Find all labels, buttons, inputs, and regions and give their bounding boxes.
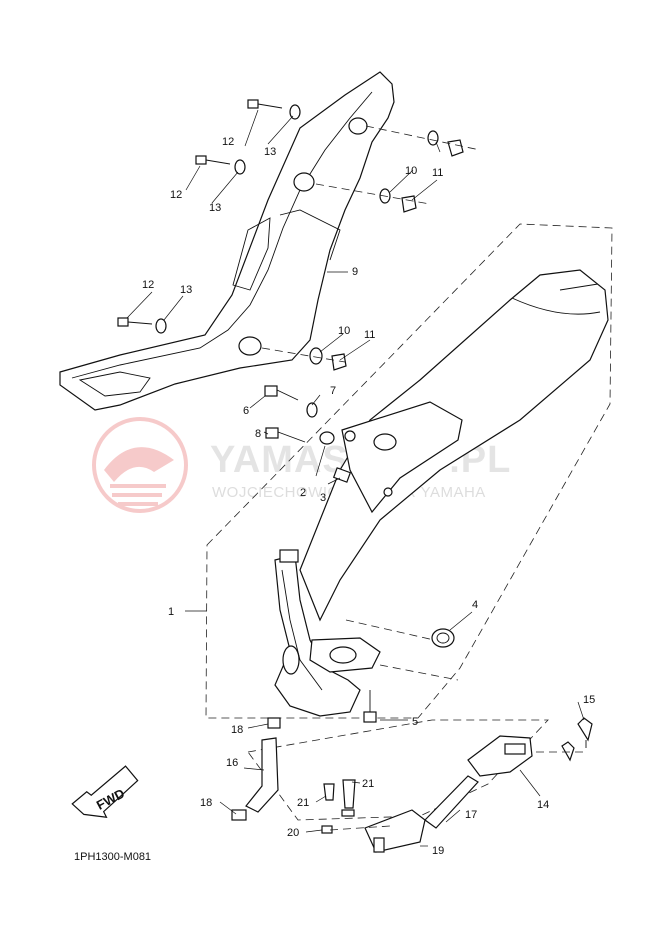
muffler-assembly-outline: [205, 223, 613, 719]
callout-20: 20: [287, 827, 299, 839]
callout-21-right: 21: [362, 778, 374, 790]
callout-11-lower: 11: [364, 329, 375, 341]
callout-numbers: 1 2 3 4 5 6 7 8 9 10 10 11 11 12 12 12 1…: [142, 136, 595, 857]
callout-2: 2: [300, 487, 306, 499]
callout-9: 9: [352, 266, 358, 278]
callout-4: 4: [472, 599, 478, 611]
callout-18-lower: 18: [200, 797, 212, 809]
callout-17: 17: [465, 809, 477, 821]
callout-12-middle: 12: [170, 189, 182, 201]
callout-13-top: 13: [264, 146, 276, 158]
callout-18-upper: 18: [231, 724, 243, 736]
callout-13-bottom: 13: [180, 284, 192, 296]
fasteners-middle: [264, 385, 352, 483]
callout-5: 5: [412, 716, 418, 728]
callout-16: 16: [226, 757, 238, 769]
callout-15: 15: [583, 694, 595, 706]
callout-6: 6: [243, 405, 249, 417]
callout-14: 14: [537, 799, 549, 811]
callout-19: 19: [432, 845, 444, 857]
gasket: [431, 628, 455, 648]
diagram-code: 1PH1300-M081: [74, 851, 151, 863]
air-filter: [321, 779, 426, 853]
heat-protector: [59, 71, 395, 411]
leader-lines: [126, 109, 585, 847]
callout-8: 8: [255, 428, 261, 440]
muffler: [299, 269, 609, 622]
watermark-logo: [92, 417, 188, 513]
exhaust-pipe: [274, 549, 381, 717]
callout-10-upper: 10: [405, 165, 417, 177]
hose-16: [231, 717, 281, 821]
air-induction-assembly-outline: [247, 719, 549, 821]
reed-valve: [467, 717, 593, 777]
forward-arrow: FWD: [71, 765, 139, 819]
callout-3: 3: [320, 492, 326, 504]
callout-13-middle: 13: [209, 202, 221, 214]
callout-10-lower: 10: [338, 325, 350, 337]
callout-12-bottom: 12: [142, 279, 154, 291]
hose-17: [424, 775, 479, 829]
callout-21-left: 21: [297, 797, 309, 809]
callout-11-upper: 11: [432, 167, 443, 179]
callout-1: 1: [168, 606, 174, 618]
callout-12-top: 12: [222, 136, 234, 148]
callout-7: 7: [330, 385, 336, 397]
bolt-5: [363, 690, 377, 723]
